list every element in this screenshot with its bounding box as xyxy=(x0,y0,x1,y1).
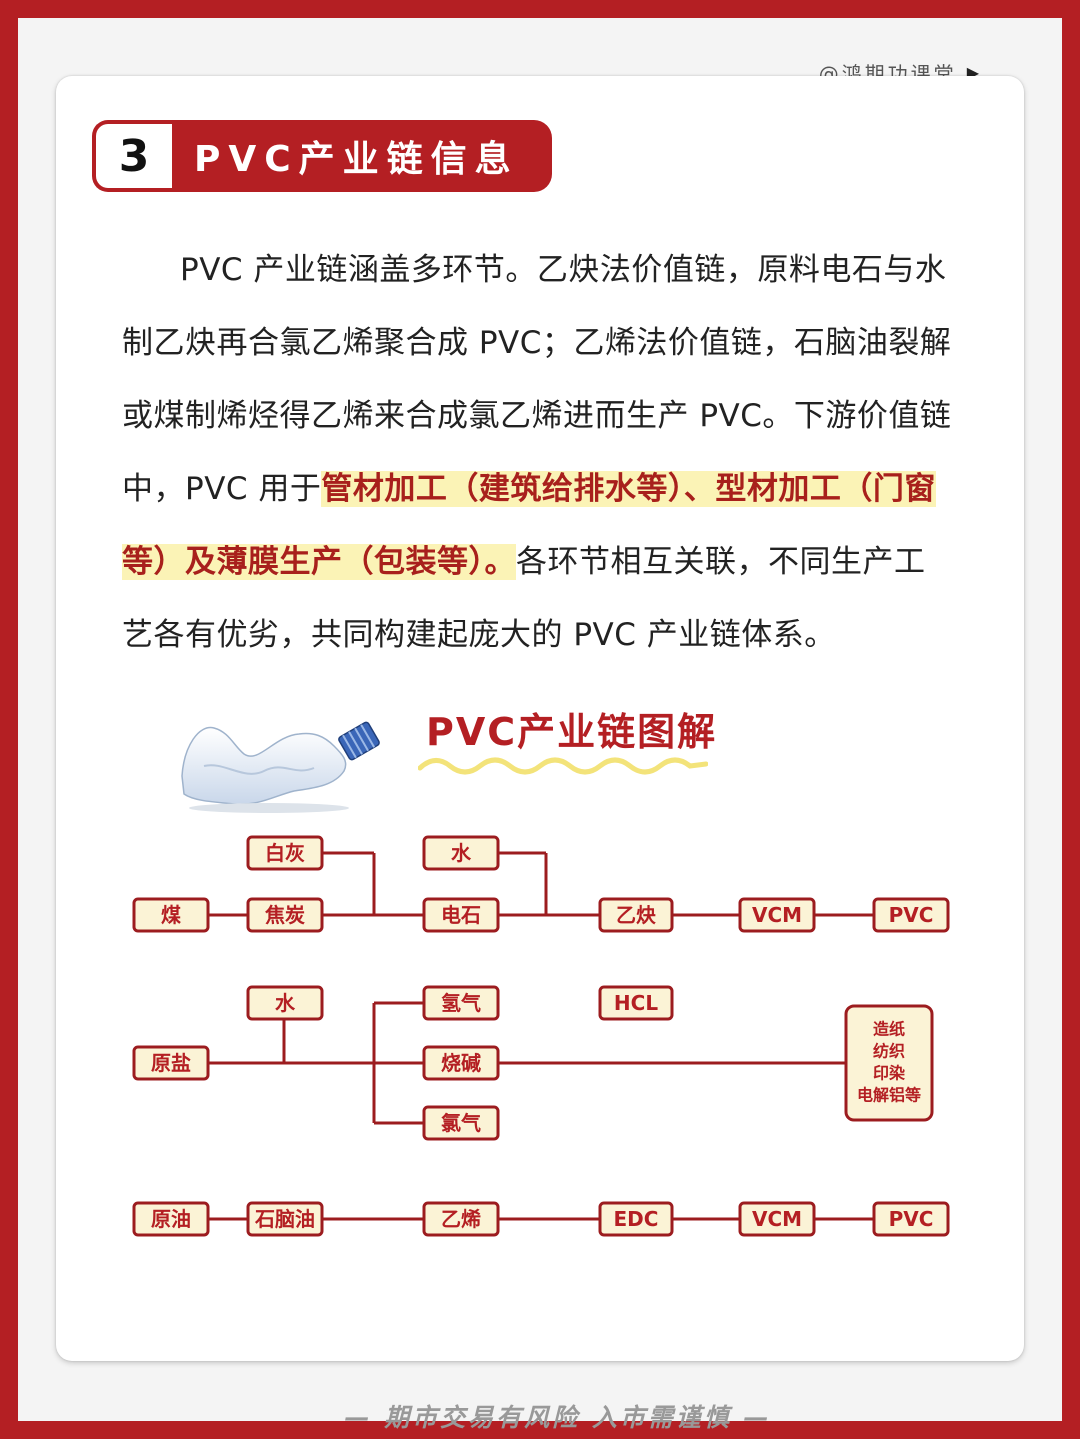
node-hcl-box xyxy=(598,985,674,1021)
node-jiaotan-box xyxy=(246,897,324,933)
node-dianshi: 电石 xyxy=(441,903,481,927)
node-pvc2: PVC xyxy=(889,1207,934,1231)
plastic-bottle-icon xyxy=(181,721,380,813)
node-shui2: 水 xyxy=(275,991,296,1015)
body-paragraph: PVC 产业链涵盖多环节。乙炔法价值链，原料电石与水制乙炔再合氯乙烯聚合成 PV… xyxy=(122,234,952,672)
section-number: 3 xyxy=(92,120,172,192)
node-vcm2-box xyxy=(738,1201,816,1237)
node-qingqi: 氢气 xyxy=(441,991,481,1015)
node-downstream-3: 印染 xyxy=(873,1064,906,1083)
node-downstream-box xyxy=(844,1004,934,1122)
node-baihui-box xyxy=(246,835,324,871)
section-header: 3 PVC产业链信息 xyxy=(92,120,552,192)
node-pvc2-box xyxy=(872,1201,950,1237)
node-edc-box xyxy=(598,1201,674,1237)
wavy-underline xyxy=(418,757,708,775)
node-yique-box xyxy=(598,897,674,933)
node-shaojian: 烧碱 xyxy=(441,1051,481,1075)
node-shaojian-box xyxy=(422,1045,500,1081)
node-yixi-box xyxy=(422,1201,500,1237)
pvc-chain-diagram: 白灰 水 煤 焦炭 电石 乙炔 VCM PVC 水 氢气 HCL 原盐 烧碱 氯… xyxy=(132,835,950,1237)
node-vcm2: VCM xyxy=(752,1207,802,1231)
section-title: PVC产业链信息 xyxy=(172,120,552,192)
node-downstream-4: 电解铝等 xyxy=(857,1086,921,1105)
node-mei-box xyxy=(132,897,210,933)
node-shui1-box xyxy=(422,835,500,871)
paragraph-text-1: PVC 产业链涵盖多环节。乙炔法价值链，原料电石与水制乙炔再合氯乙烯聚合成 PV… xyxy=(122,252,952,507)
node-edc: EDC xyxy=(614,1207,659,1231)
risk-footer: — 期市交易有风险 入市需谨慎 — xyxy=(344,1403,772,1432)
node-baihui: 白灰 xyxy=(265,841,305,865)
node-vcm1-box xyxy=(738,897,816,933)
node-yuanyan-box xyxy=(132,1045,210,1081)
node-lvqi: 氯气 xyxy=(441,1111,481,1135)
node-yuanyou: 原油 xyxy=(151,1207,191,1231)
node-hcl: HCL xyxy=(614,991,658,1015)
node-downstream-2: 纺织 xyxy=(873,1042,905,1061)
content-card: 3 PVC产业链信息 PVC 产业链涵盖多环节。乙炔法价值链，原料电石与水制乙炔… xyxy=(56,76,1024,1361)
node-downstream-1: 造纸 xyxy=(873,1020,905,1039)
node-pvc1: PVC xyxy=(889,903,934,927)
node-yuanyou-box xyxy=(132,1201,210,1237)
node-shinaoyou-box xyxy=(246,1201,324,1237)
node-yuanyan: 原盐 xyxy=(151,1051,191,1075)
node-lvqi-box xyxy=(422,1105,500,1141)
diagram-title: PVC产业链图解 xyxy=(426,710,718,754)
node-shui2-box xyxy=(246,985,324,1021)
node-jiaotan: 焦炭 xyxy=(265,903,305,927)
node-vcm1: VCM xyxy=(752,903,802,927)
node-shui1: 水 xyxy=(451,841,472,865)
page-background: @鸿期功课堂 ▶ 3 PVC产业链信息 PVC 产业链涵盖多环节。乙炔法价值链，… xyxy=(18,18,1062,1432)
node-yixi: 乙烯 xyxy=(441,1207,481,1231)
node-shinaoyou: 石脑油 xyxy=(254,1207,315,1231)
node-qingqi-box xyxy=(422,985,500,1021)
node-yique: 乙炔 xyxy=(616,903,656,927)
node-pvc1-box xyxy=(872,897,950,933)
paragraph-text-2: 各环节相互关联，不同生产工艺各有优劣，共同构建起庞大的 PVC 产业链体系。 xyxy=(122,544,926,653)
node-mei: 煤 xyxy=(161,903,181,927)
node-dianshi-box xyxy=(422,897,500,933)
